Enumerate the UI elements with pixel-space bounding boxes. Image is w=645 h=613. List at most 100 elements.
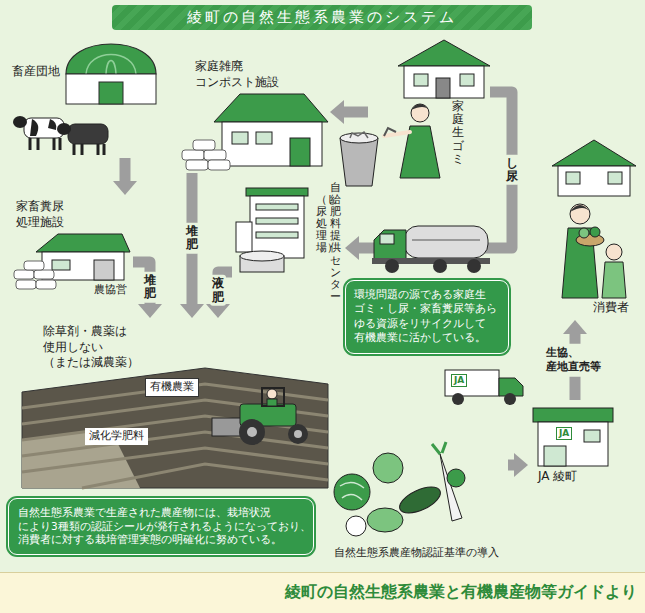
truck-wheel [385, 259, 399, 273]
truck-wheel [452, 393, 464, 405]
field-tag: 減化学肥料 [85, 428, 148, 445]
house-wall [558, 166, 630, 196]
roof-rib [86, 55, 136, 75]
door [94, 260, 114, 280]
flow-arrow [359, 92, 512, 248]
node-label: 自給肥料提供センター [330, 182, 341, 303]
compost-bag [16, 280, 36, 289]
field-illustration [22, 368, 328, 488]
compost-bag [14, 270, 34, 279]
edge-label: 堆肥 [142, 272, 158, 302]
window [566, 172, 580, 184]
compost-bag [24, 261, 44, 270]
tractor-illustration [212, 388, 308, 445]
house-roof [552, 140, 636, 166]
window [414, 74, 428, 86]
truck-cab [374, 230, 406, 262]
edge-label: 液肥 [210, 275, 226, 305]
radish-leaves [432, 442, 446, 454]
title-banner: 綾町の自然生態系農業のシステム [112, 5, 532, 30]
logo-text: JA [451, 374, 467, 387]
node-label: 自然生態系農産物認証基準の導入 [334, 546, 499, 560]
compost-facility-illustration [182, 94, 328, 170]
center-roof [246, 188, 308, 196]
compost-bag [193, 140, 215, 150]
node-label: 家庭生ゴミ [452, 100, 464, 166]
cow-head [57, 123, 71, 135]
edge-label: し尿 [504, 155, 520, 185]
barn-door [99, 82, 123, 104]
facility-node: 家庭雑廃 コンポスト施設 [175, 55, 330, 173]
node-label: 有機農業 [150, 380, 194, 394]
logo-text: JA [556, 427, 572, 440]
mother-head [570, 204, 590, 224]
pepper [447, 469, 465, 487]
child-body [602, 262, 626, 298]
tank-top [240, 251, 284, 261]
node-label: JA 綾町 [538, 469, 577, 485]
onion [346, 516, 366, 536]
rotary-tiller [212, 418, 242, 436]
cabbage [334, 474, 370, 510]
household-illustration [340, 40, 490, 186]
lettuce [373, 453, 403, 483]
bucket-rim [340, 133, 378, 143]
ja-building-illustration [533, 408, 613, 466]
barn-wall [66, 74, 156, 104]
wheel-hub [247, 427, 257, 437]
household-node: 家庭生ゴミ [368, 38, 490, 186]
manure-facility-illustration [14, 234, 130, 289]
window-row [256, 218, 298, 224]
truck-cargo [445, 370, 499, 396]
node-label: 消費者 [593, 300, 629, 316]
ja-entrance [544, 446, 566, 466]
scraps [384, 128, 396, 136]
truck-tank [404, 226, 488, 258]
produce-illustration [334, 442, 465, 536]
node-label: 畜産団地 [12, 64, 60, 80]
vegetable [590, 227, 600, 237]
cow-body [68, 124, 108, 144]
squash [367, 508, 403, 532]
door [290, 138, 310, 166]
compost-bag [34, 270, 54, 279]
driver-body [267, 399, 277, 406]
note-text: 自然生態系農業で生産された農産物には、栽培状況 により3種類の認証シールが発行さ… [18, 506, 304, 547]
cow-legs [30, 138, 60, 150]
woman-head [411, 104, 429, 122]
child-head [606, 244, 622, 260]
edge-label: 生協、 産地直売等 [544, 344, 605, 377]
house-roof [398, 40, 490, 66]
door [436, 78, 450, 98]
edge-label: 堆肥 [184, 223, 200, 253]
node-label: 除草剤・農薬は 使用しない （または減農薬） [43, 324, 141, 371]
wheel-hub [294, 430, 302, 438]
window-row [256, 232, 298, 238]
ja-truck-illustration [445, 370, 523, 405]
vacuum-truck-illustration [372, 226, 490, 273]
truck-wheel [467, 259, 481, 273]
window [52, 260, 70, 270]
annex [236, 222, 252, 252]
node-label: 農協営 [94, 283, 127, 297]
tractor-wheel [239, 419, 265, 445]
source-caption: 綾町の自然生態系農業と有機農産物等ガイドより [285, 582, 637, 602]
cow-spot [48, 119, 56, 130]
bucket [340, 138, 378, 186]
barn-roof [66, 44, 156, 74]
consumer-illustration [552, 140, 636, 298]
compost-bag [182, 150, 204, 160]
note-text: 環境問題の源である家庭生 ゴミ・し尿・家畜糞尿等あら ゆる資源をリサイクルして … [354, 288, 499, 345]
mother-hair [570, 205, 590, 212]
woman-hair [411, 104, 429, 110]
node-label: （し尿処理場） [316, 194, 327, 254]
ground [0, 0, 645, 572]
barn-illustration [66, 44, 156, 104]
ja-wall [538, 422, 608, 466]
compost-bag [186, 160, 208, 170]
facility-node: 家畜糞尿 処理施設農協営 [8, 195, 133, 300]
radish [440, 454, 462, 521]
flow-arrow [508, 460, 514, 471]
